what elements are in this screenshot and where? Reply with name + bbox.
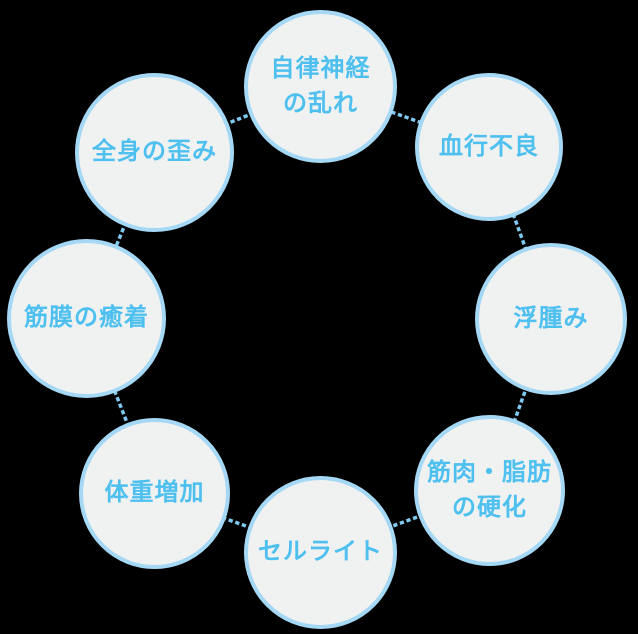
circle-muscle-fat-hardening: 筋肉・脂肪 の硬化 [414,415,565,566]
circle-label: 筋肉・脂肪 の硬化 [427,458,552,521]
circle-swelling: 浮腫み [475,243,627,395]
circle-label: 筋膜の癒着 [24,304,149,332]
circle-label: 体重増加 [104,479,205,507]
circle-label: 浮腫み [513,304,589,332]
circle-autonomic-nerve-imbalance: 自律神経 の乱れ [244,10,397,163]
circle-label: 血行不良 [439,132,539,160]
circle-poor-blood-circulation: 血行不良 [415,73,563,221]
circle-body-distortion: 全身の歪み [75,73,234,232]
circle-cellulite: セルライト [244,476,397,629]
circle-fascia-adhesion: 筋膜の癒着 [7,239,166,398]
circle-label: 全身の歪み [92,138,217,166]
circle-label: 自律神経 の乱れ [270,54,371,117]
circle-weight-gain: 体重増加 [79,418,230,569]
circle-label: セルライト [258,538,383,566]
